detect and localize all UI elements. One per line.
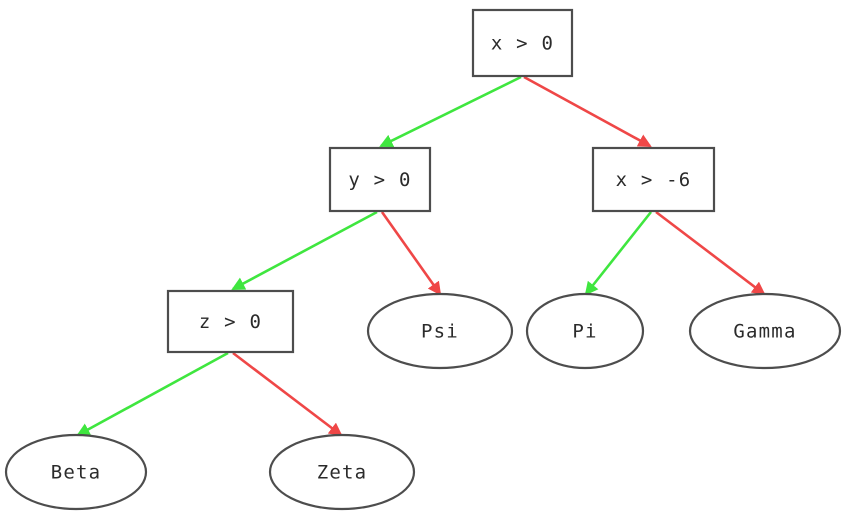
leaf-node-shape[interactable] <box>688 292 842 370</box>
edge-z_gt_0-to-beta <box>76 351 229 437</box>
node-pi[interactable]: Pi <box>525 292 645 370</box>
decision-node-shape[interactable] <box>591 146 716 213</box>
edge-y_gt_0-to-z_gt_0 <box>231 210 378 291</box>
node-gamma[interactable]: Gamma <box>688 292 842 370</box>
edge-x_gt_m6-to-gamma <box>655 210 766 296</box>
node-label: Beta <box>51 462 102 484</box>
node-label: Gamma <box>733 321 796 343</box>
edge-line-false <box>232 351 343 437</box>
edge-line-true <box>379 75 522 148</box>
decision-node-shape[interactable] <box>166 289 295 354</box>
edge-line-false <box>380 211 442 296</box>
edge-line-false <box>655 210 766 296</box>
leaf-node-shape[interactable] <box>4 433 148 511</box>
node-label: y > 0 <box>348 169 411 191</box>
edge-y_gt_0-to-psi <box>380 211 442 296</box>
edge-line-false <box>523 75 652 148</box>
node-label: Psi <box>421 321 459 343</box>
node-label: z > 0 <box>199 311 262 333</box>
decision-node-shape[interactable] <box>328 146 432 213</box>
decision-node-shape[interactable] <box>471 8 574 78</box>
node-label: x > 0 <box>491 33 554 55</box>
node-root[interactable]: x > 0 <box>471 8 574 78</box>
node-z_gt_0[interactable]: z > 0 <box>166 289 295 354</box>
edge-line-true <box>584 211 653 296</box>
edge-line-true <box>231 210 378 291</box>
node-label: Pi <box>572 321 597 343</box>
node-label: x > -6 <box>616 169 692 191</box>
node-y_gt_0[interactable]: y > 0 <box>328 146 432 213</box>
node-label: Zeta <box>317 462 368 484</box>
node-x_gt_m6[interactable]: x > -6 <box>591 146 716 213</box>
node-psi[interactable]: Psi <box>366 292 514 370</box>
edge-x_gt_m6-to-pi <box>584 211 653 296</box>
edge-root-to-x_gt_m6 <box>523 75 652 148</box>
leaf-node-shape[interactable] <box>525 292 645 370</box>
edge-root-to-y_gt_0 <box>379 75 522 148</box>
leaf-node-shape[interactable] <box>366 292 514 370</box>
edges-layer <box>76 75 766 437</box>
node-zeta[interactable]: Zeta <box>268 433 416 511</box>
node-beta[interactable]: Beta <box>4 433 148 511</box>
edge-line-true <box>76 351 229 437</box>
edge-z_gt_0-to-zeta <box>232 351 343 437</box>
leaf-node-shape[interactable] <box>268 433 416 511</box>
